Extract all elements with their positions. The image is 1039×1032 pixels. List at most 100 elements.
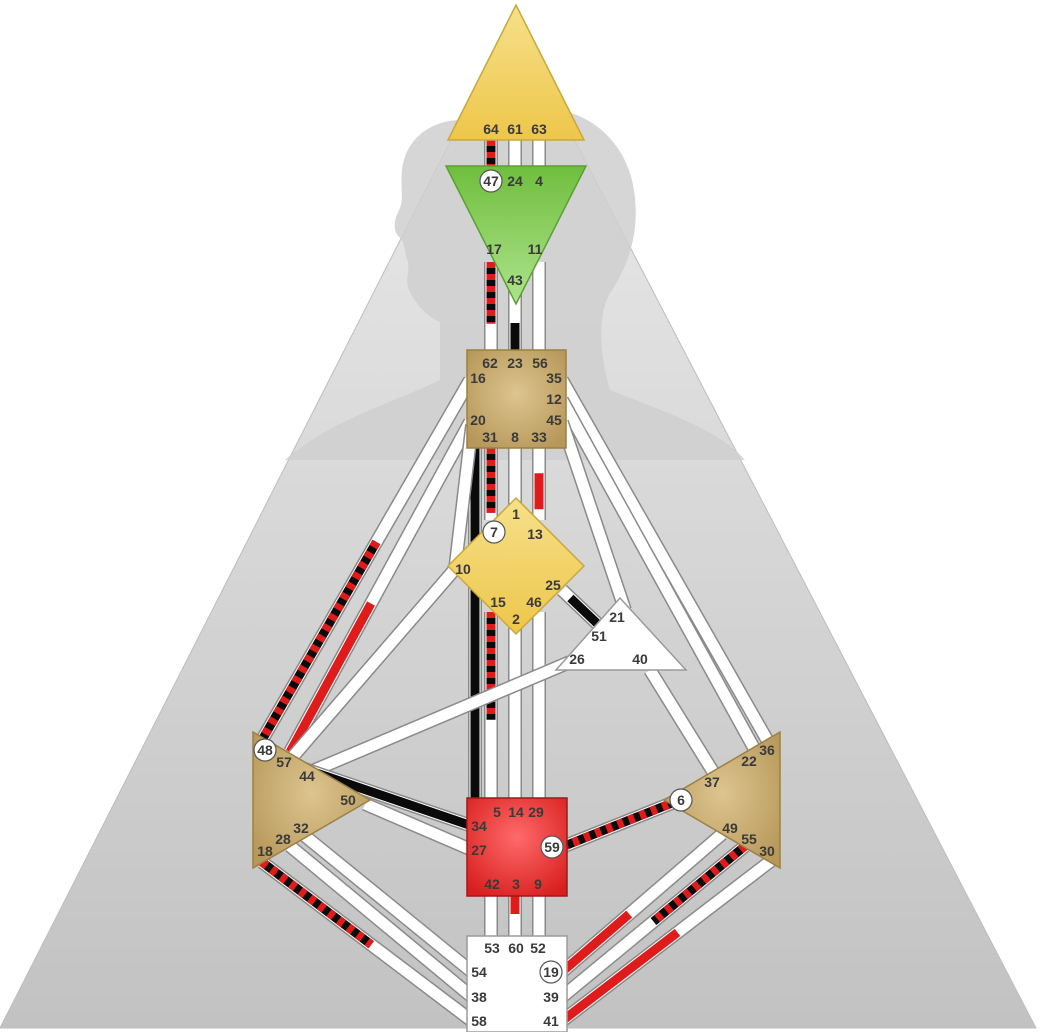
root-center[interactable] (466, 935, 568, 1032)
gate-51[interactable]: 51 (591, 628, 607, 644)
gate-46[interactable]: 46 (526, 594, 542, 610)
channel-26-44[interactable] (307, 655, 573, 779)
gate-40[interactable]: 40 (632, 651, 648, 667)
gate-37[interactable]: 37 (704, 774, 720, 790)
gate-52[interactable]: 52 (530, 940, 546, 956)
channel-20-57[interactable] (283, 418, 477, 756)
gate-44[interactable]: 44 (299, 768, 315, 784)
throat-center[interactable] (466, 349, 567, 449)
gate-45[interactable]: 45 (546, 412, 562, 428)
gate-21-label: 21 (609, 609, 625, 625)
gate-55[interactable]: 55 (741, 831, 757, 847)
gate-21[interactable]: 21 (609, 609, 625, 625)
gate-31[interactable]: 31 (482, 429, 498, 445)
gate-57[interactable]: 57 (276, 754, 292, 770)
gate-43[interactable]: 43 (507, 272, 523, 288)
gate-22[interactable]: 22 (741, 753, 757, 769)
gate-28[interactable]: 28 (275, 831, 291, 847)
channel-49-19[interactable] (557, 828, 727, 978)
gate-42[interactable]: 42 (484, 876, 500, 892)
gate-6[interactable]: 6 (669, 788, 693, 812)
gate-41[interactable]: 41 (543, 1013, 559, 1029)
gate-7[interactable]: 7 (482, 520, 506, 544)
gate-33[interactable]: 33 (531, 429, 547, 445)
gate-19[interactable]: 19 (539, 960, 563, 984)
channel-18-58[interactable] (257, 856, 477, 1027)
gate-16[interactable]: 16 (470, 370, 486, 386)
channel-16-48[interactable] (255, 376, 477, 744)
channel-45-21[interactable] (555, 419, 632, 613)
gate-58[interactable]: 58 (471, 1013, 487, 1029)
gate-1[interactable]: 1 (512, 506, 520, 522)
gate-56[interactable]: 56 (532, 355, 548, 371)
channel-50-27[interactable] (362, 797, 475, 857)
gate-15[interactable]: 15 (490, 594, 506, 610)
gate-32[interactable]: 32 (293, 820, 309, 836)
gate-13[interactable]: 13 (527, 526, 543, 542)
gates-layer: 1234567891011121314151617181920212223242… (253, 121, 775, 1029)
gate-2[interactable]: 2 (512, 611, 520, 627)
gate-48[interactable]: 48 (253, 738, 277, 762)
channel-10-57[interactable] (284, 564, 461, 765)
gate-9[interactable]: 9 (534, 876, 542, 892)
gate-10[interactable]: 10 (455, 561, 471, 577)
gate-23[interactable]: 23 (507, 355, 523, 371)
gate-47[interactable]: 47 (479, 169, 503, 193)
gate-50[interactable]: 50 (340, 792, 356, 808)
gate-4-label: 4 (535, 173, 543, 189)
gate-20-label: 20 (470, 412, 486, 428)
head-center[interactable] (446, 3, 586, 141)
channel-55-39[interactable] (557, 840, 750, 1003)
gate-59[interactable]: 59 (540, 835, 564, 859)
gate-47-label: 47 (483, 173, 499, 189)
gate-14[interactable]: 14 (508, 804, 524, 820)
gate-12[interactable]: 12 (546, 391, 562, 407)
channel-40-37[interactable] (644, 666, 721, 779)
solar-plexus-center[interactable] (662, 730, 781, 870)
channel-12-22[interactable] (555, 396, 762, 754)
gate-18-label: 18 (257, 843, 273, 859)
gate-35[interactable]: 35 (546, 370, 562, 386)
gate-49[interactable]: 49 (722, 820, 738, 836)
gate-4[interactable]: 4 (535, 173, 543, 189)
channel-28-38[interactable] (285, 840, 477, 1003)
channel-35-36[interactable] (555, 376, 777, 749)
ajna-center[interactable] (444, 165, 588, 306)
gate-39[interactable]: 39 (543, 989, 559, 1005)
gate-53[interactable]: 53 (484, 940, 500, 956)
g-center[interactable] (446, 496, 586, 636)
gate-30[interactable]: 30 (759, 843, 775, 859)
heart-center[interactable] (554, 596, 688, 671)
gate-25[interactable]: 25 (545, 577, 561, 593)
gate-3[interactable]: 3 (512, 876, 520, 892)
channel-30-41[interactable] (557, 854, 777, 1027)
gate-11[interactable]: 11 (528, 241, 543, 257)
gate-20[interactable]: 20 (470, 412, 486, 428)
gate-27-label: 27 (471, 842, 487, 858)
gate-63[interactable]: 63 (531, 121, 547, 137)
gate-38[interactable]: 38 (471, 989, 487, 1005)
gate-17[interactable]: 17 (486, 241, 502, 257)
spleen-center[interactable] (252, 730, 372, 870)
gate-29[interactable]: 29 (528, 804, 544, 820)
gate-24[interactable]: 24 (507, 173, 523, 189)
gate-34[interactable]: 34 (471, 818, 487, 834)
gate-26[interactable]: 26 (569, 651, 585, 667)
gate-54[interactable]: 54 (471, 964, 487, 980)
gate-18[interactable]: 18 (257, 843, 273, 859)
gate-9-label: 9 (534, 876, 542, 892)
gate-64[interactable]: 64 (483, 121, 499, 137)
gate-51-label: 51 (591, 628, 607, 644)
gate-7-label: 7 (490, 524, 498, 540)
channel-59-6[interactable] (559, 796, 675, 854)
gate-36[interactable]: 36 (759, 742, 775, 758)
gate-30-label: 30 (759, 843, 775, 859)
gate-60[interactable]: 60 (508, 940, 524, 956)
gate-61[interactable]: 61 (507, 121, 523, 137)
gate-5[interactable]: 5 (493, 804, 501, 820)
channel-10-20[interactable] (448, 424, 479, 570)
gate-8[interactable]: 8 (511, 429, 519, 445)
channel-32-54[interactable] (300, 830, 477, 978)
gate-62[interactable]: 62 (482, 355, 498, 371)
gate-27[interactable]: 27 (471, 842, 487, 858)
